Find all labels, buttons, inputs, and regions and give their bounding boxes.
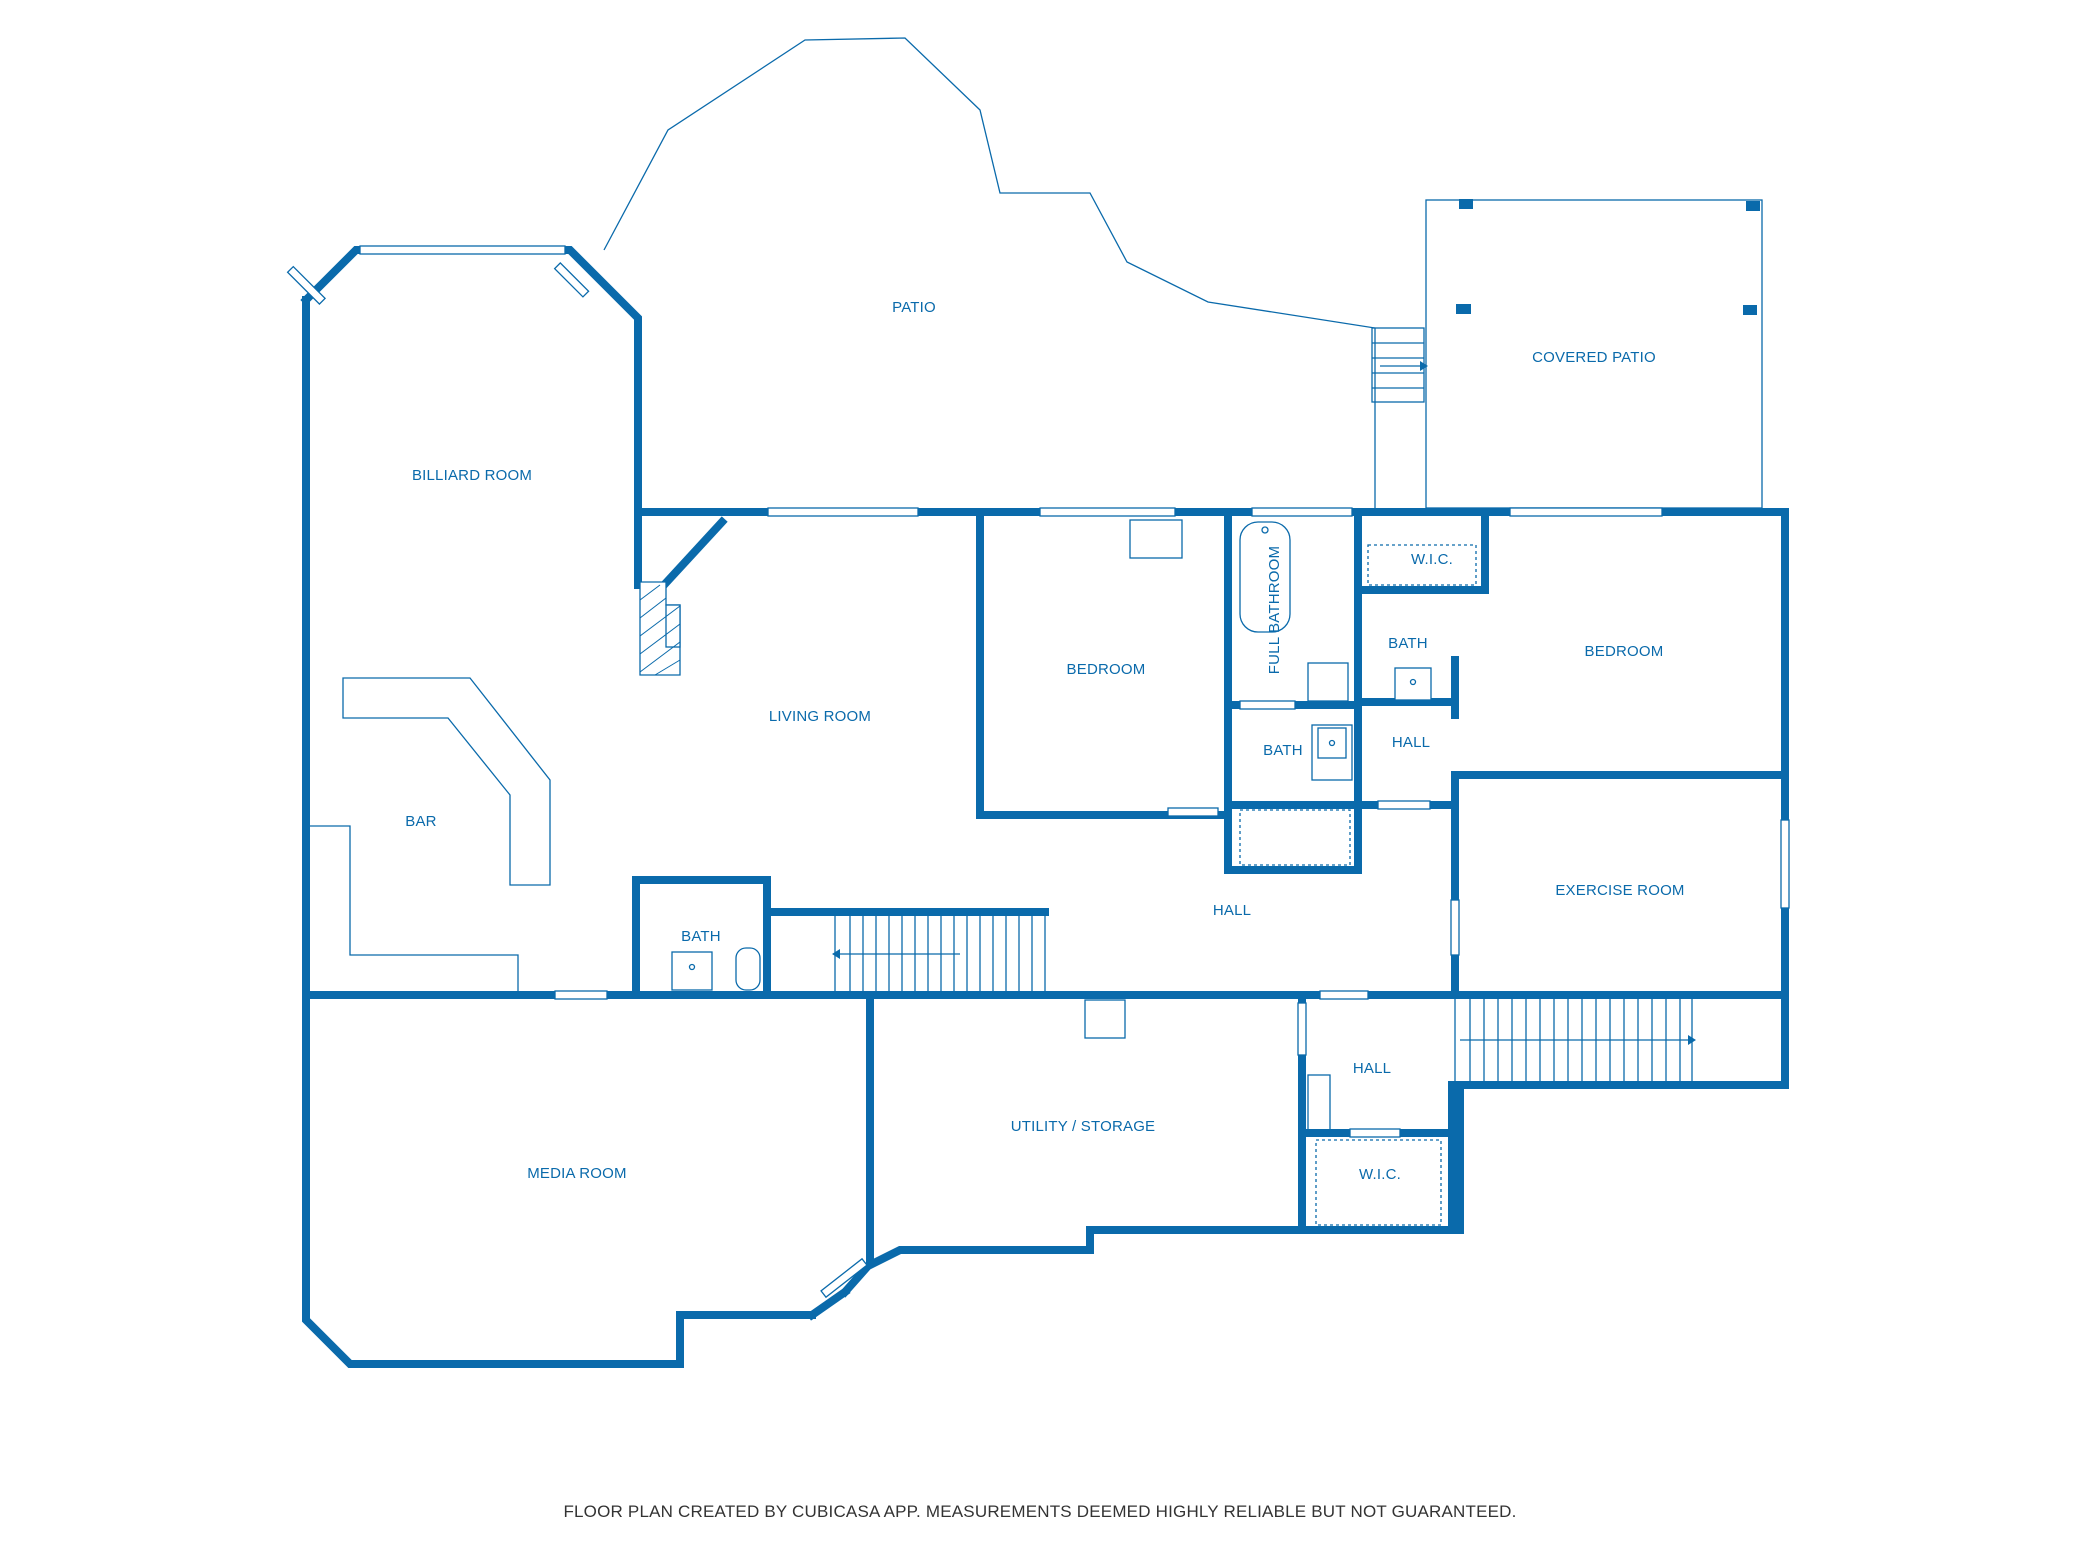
stairs-main	[832, 911, 1046, 994]
patio-outline	[603, 37, 1376, 508]
label-covered-patio: COVERED PATIO	[1532, 349, 1656, 366]
disclaimer-footer: FLOOR PLAN CREATED BY CUBICASA APP. MEAS…	[563, 1502, 1517, 1521]
label-wic-1: W.I.C.	[1411, 551, 1453, 568]
label-bedroom-2: BEDROOM	[1585, 643, 1664, 660]
bar-counter	[342, 677, 551, 886]
label-bar: BAR	[405, 813, 436, 830]
stairs-right	[1454, 997, 1783, 1083]
label-hall-2: HALL	[1213, 902, 1251, 919]
label-utility-storage: UTILITY / STORAGE	[1011, 1118, 1156, 1135]
label-full-bathroom: FULL BATHROOM	[1266, 546, 1283, 674]
label-bedroom-1: BEDROOM	[1067, 661, 1146, 678]
label-bath-2: BATH	[1263, 742, 1303, 759]
label-living-room: LIVING ROOM	[769, 708, 871, 725]
label-wic-2: W.I.C.	[1359, 1166, 1401, 1183]
label-hall-3: HALL	[1353, 1060, 1391, 1077]
label-billiard-room: BILLIARD ROOM	[412, 467, 532, 484]
label-exercise-room: EXERCISE ROOM	[1555, 882, 1684, 899]
label-media-room: MEDIA ROOM	[527, 1165, 627, 1182]
windows	[286, 245, 1790, 1299]
bar-back-counter	[310, 825, 519, 994]
patio-steps	[1371, 327, 1428, 403]
interior-walls	[302, 508, 1789, 1266]
room-labels: PATIO COVERED PATIO BILLIARD ROOM LIVING…	[405, 299, 1684, 1183]
fireplace	[639, 581, 681, 676]
label-bath-1: BATH	[1388, 635, 1428, 652]
label-hall-1: HALL	[1392, 734, 1430, 751]
fixtures	[310, 519, 1477, 1226]
label-bath-3: BATH	[681, 928, 721, 945]
label-patio: PATIO	[892, 299, 936, 316]
